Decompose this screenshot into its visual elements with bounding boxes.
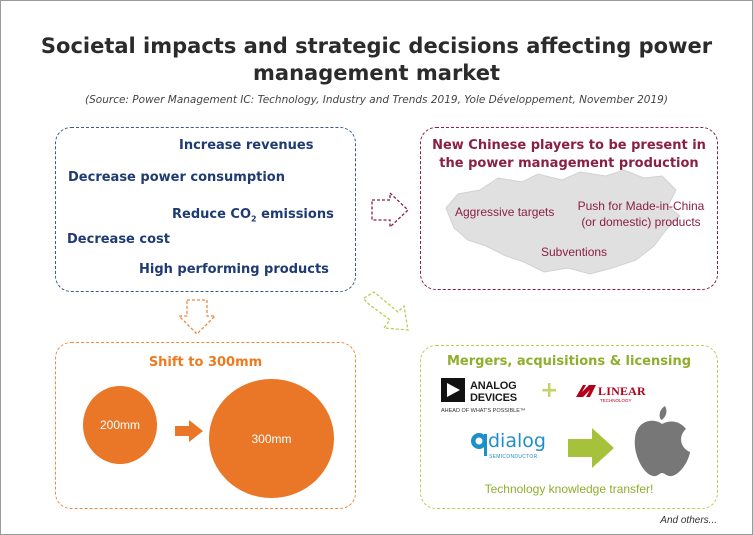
arrow-right-icon [175,420,203,442]
wafer-shift-box [55,342,356,509]
slide-title: Societal impacts and strategic decisions… [40,34,713,85]
wafer-shift-title: Shift to 300mm [148,355,263,370]
arrow-down-icon [177,299,217,335]
mergers-box [420,345,718,509]
dialog-logo-icon [471,433,487,456]
wafer-300mm: 300mm [209,379,334,498]
dialog-semiconductor-name: dialog [488,430,546,452]
china-map-icon [445,169,681,275]
knowledge-transfer-label: Technology knowledge transfer! [484,482,654,496]
linear-logo-icon [576,385,596,397]
source-note: (Source: Power Management IC: Technology… [85,94,668,106]
linear-technology-name: LINEAR [598,384,646,398]
drivers-box [55,127,356,292]
made-in-china-label: Push for Made-in-China (or domestic) pro… [577,199,705,229]
analog-devices-logo-icon [441,378,465,402]
driver-increase-revenues: Increase revenues [179,138,314,153]
driver-decrease-cost: Decrease cost [67,232,170,247]
driver-reduce-co2: Reduce CO2 emissions [172,207,334,224]
dialog-semiconductor-sub: SEMICONDUCTOR [489,454,538,460]
driver-decrease-power: Decrease power consumption [68,170,285,185]
subventions-label: Subventions [541,245,608,259]
arrow-right-icon [371,191,409,229]
linear-technology-sub: TECHNOLOGY [600,398,632,403]
mergers-title: Mergers, acquisitions & licensing [446,354,692,369]
chinese-players-box [420,127,718,290]
aggressive-targets-label: Aggressive targets [455,205,555,219]
apple-logo-icon [634,406,690,477]
driver-high-performing: High performing products [139,262,329,277]
analog-devices-tagline: AHEAD OF WHAT'S POSSIBLE™ [441,408,526,414]
plus-sign: + [540,378,559,403]
wafer-200mm: 200mm [83,386,157,464]
arrow-diagonal-icon [363,291,409,331]
arrow-right-icon [568,428,614,468]
chinese-players-title: New Chinese players to be present in the… [432,138,706,171]
and-others-note: And others... [660,515,717,526]
